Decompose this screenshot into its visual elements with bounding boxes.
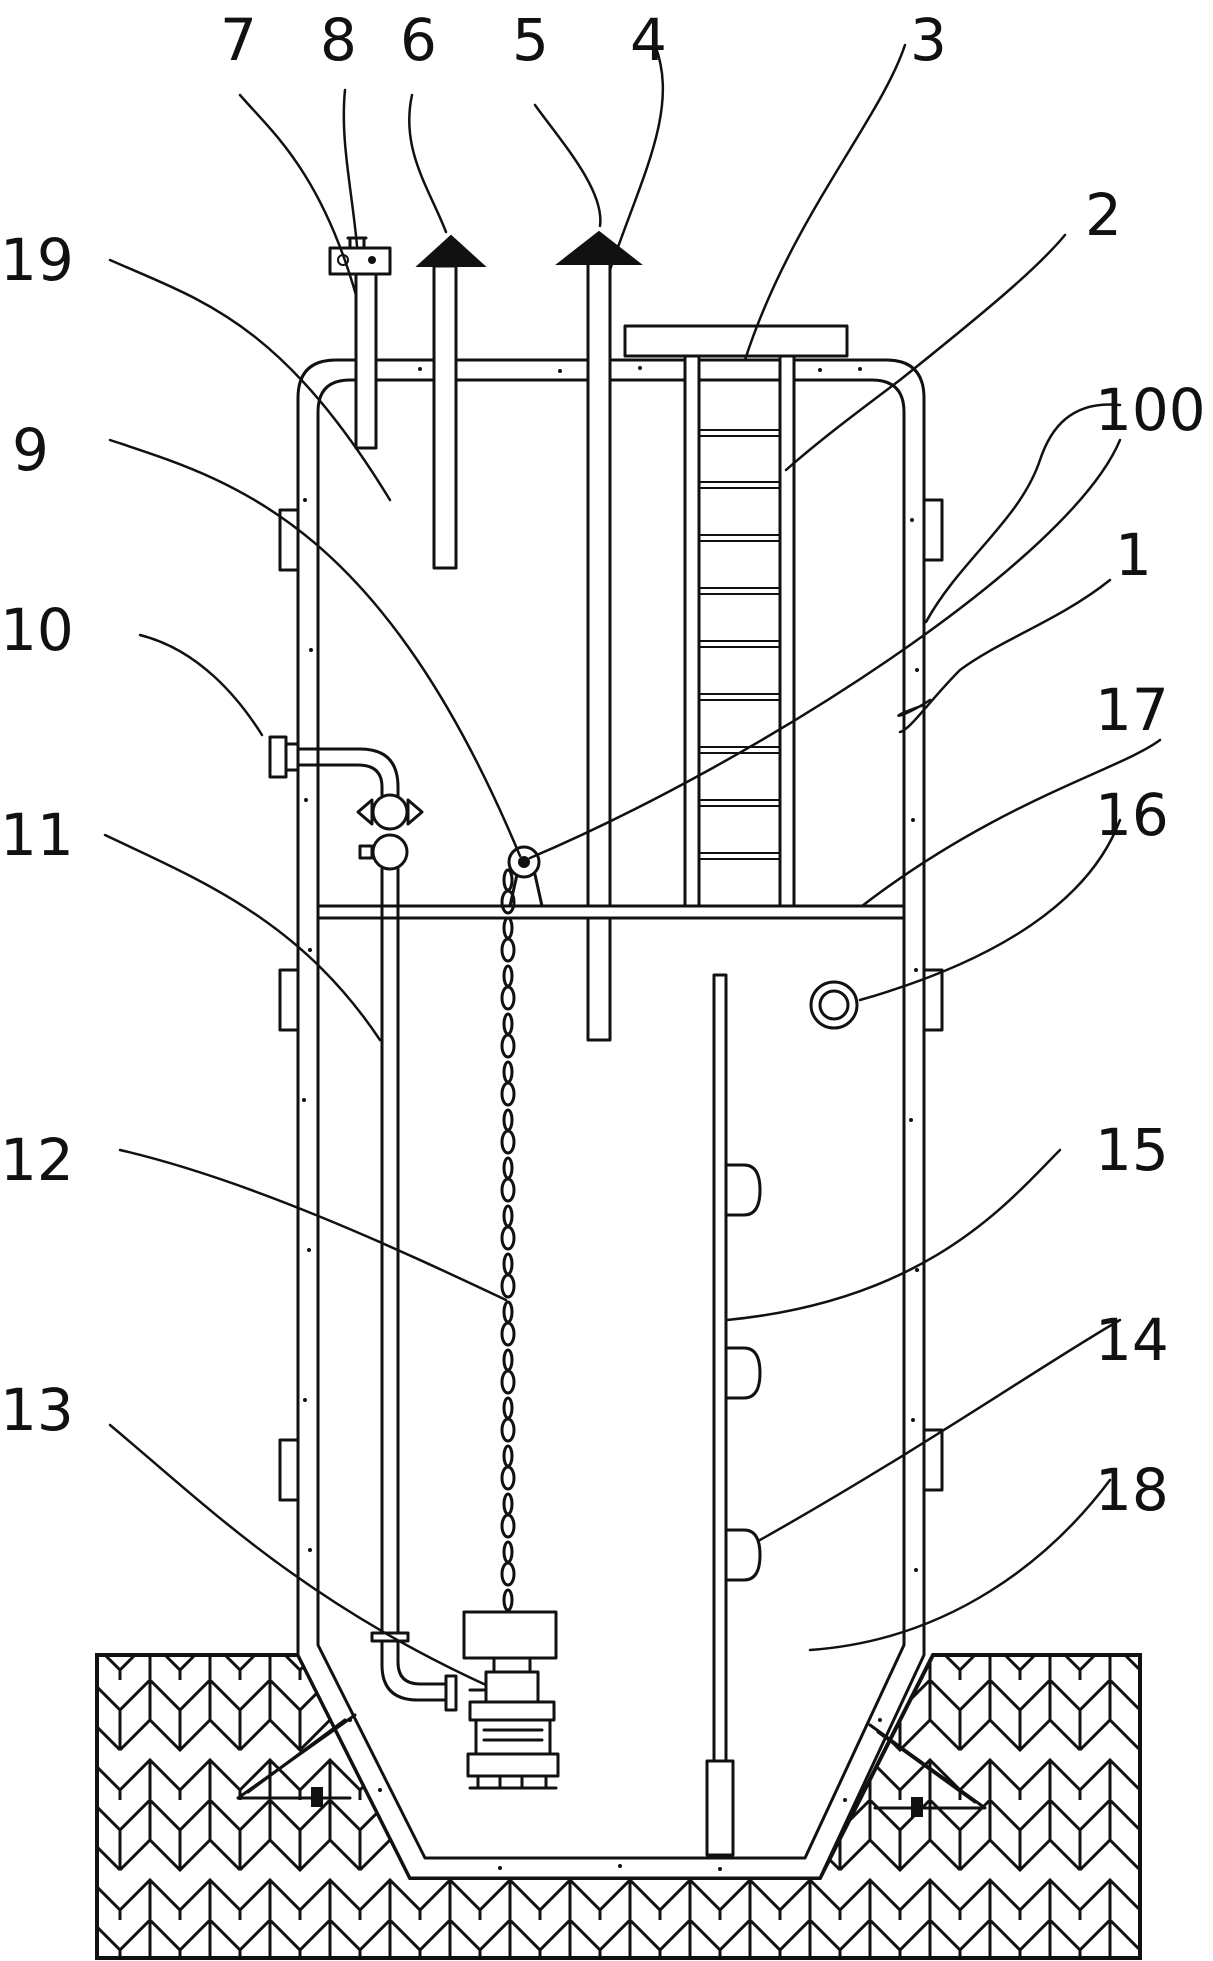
label-15: 15	[1095, 1116, 1169, 1184]
access-cover	[623, 324, 849, 358]
label-4: 4	[630, 6, 667, 74]
label-5: 5	[512, 6, 549, 74]
foundation-anchors	[236, 1713, 987, 1817]
float-switch-rod	[705, 973, 762, 1857]
label-1: 1	[1115, 521, 1152, 589]
label-17: 17	[1095, 676, 1169, 744]
label-8: 8	[320, 6, 357, 74]
label-7: 7	[220, 6, 257, 74]
label-3: 3	[910, 6, 947, 74]
ladder	[683, 354, 796, 913]
label-11: 11	[0, 801, 74, 869]
label-9: 9	[12, 416, 49, 484]
label-18: 18	[1095, 1456, 1169, 1524]
platform	[316, 904, 906, 920]
lifting-chain	[500, 845, 544, 1635]
well-wall	[296, 358, 926, 1880]
wall-lugs	[278, 498, 944, 1502]
label-12: 12	[0, 1126, 74, 1194]
leader-lines	[103, 43, 1162, 1687]
sensor-pipe	[328, 236, 392, 450]
outlet-fitting	[809, 980, 859, 1030]
submersible-pump	[462, 1610, 560, 1790]
label-10: 10	[0, 596, 74, 664]
label-13: 13	[0, 1376, 74, 1444]
vent-pipe-short	[415, 234, 487, 570]
label-6: 6	[400, 6, 437, 74]
label-100: 100	[1095, 376, 1206, 444]
label-14: 14	[1095, 1306, 1169, 1374]
label-2: 2	[1085, 181, 1122, 249]
label-19: 19	[0, 226, 74, 294]
vent-pipe-long	[555, 230, 643, 1042]
label-16: 16	[1095, 781, 1169, 849]
